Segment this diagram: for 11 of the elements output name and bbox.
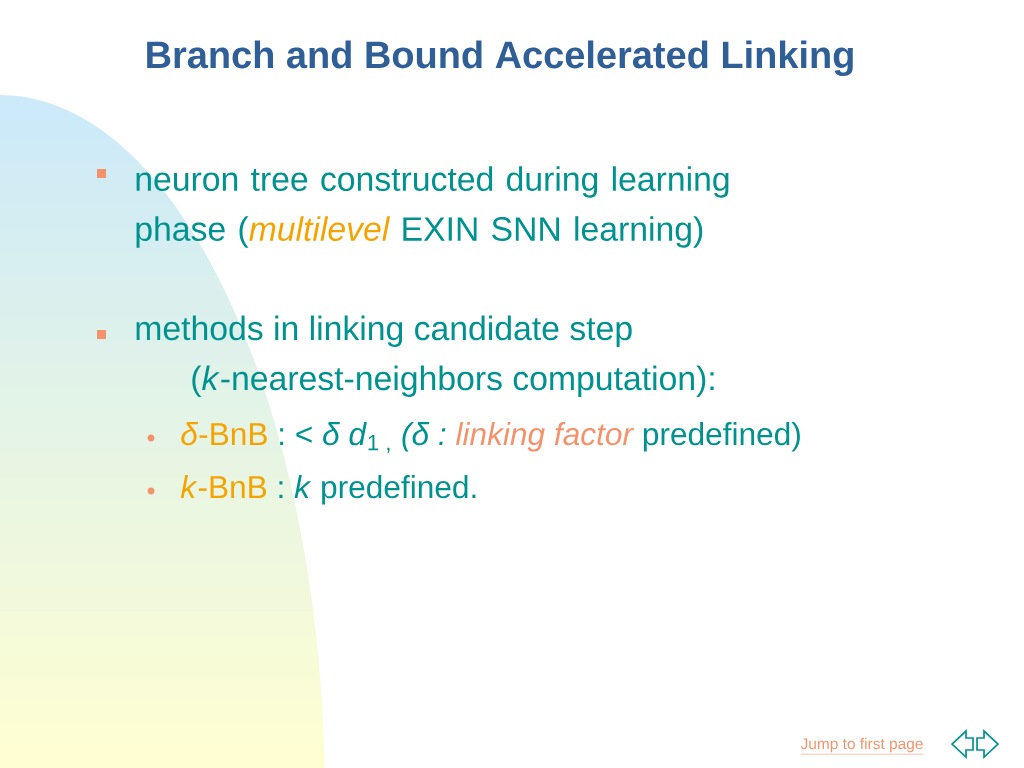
- label: predefined): [643, 422, 800, 452]
- link: Jump to first page: [800, 737, 924, 755]
- label: : < δ d$_{1 ,}$ (δ :: [280, 422, 446, 454]
- label: δ-BnB: [181, 422, 267, 446]
- sub-bullet-text: k-BnB : k predefined.: [180, 475, 476, 505]
- bullet-text: methods in linking candidate step: [136, 315, 632, 347]
- sub-bullet-text: δ-BnB : < δ d$_{1 ,}$ (δ : linking factor predefined): [181, 422, 800, 453]
- label: linking factor: [455, 422, 635, 452]
- bullet-text: neuron tree constructed during learning phase (multilevel EXIN SNN learning): [136, 166, 729, 248]
- slide-title: Branch and Bound Accelerated Linking: [147, 40, 853, 77]
- bullet-text: (k-nearest-neighbors computation):: [192, 365, 714, 397]
